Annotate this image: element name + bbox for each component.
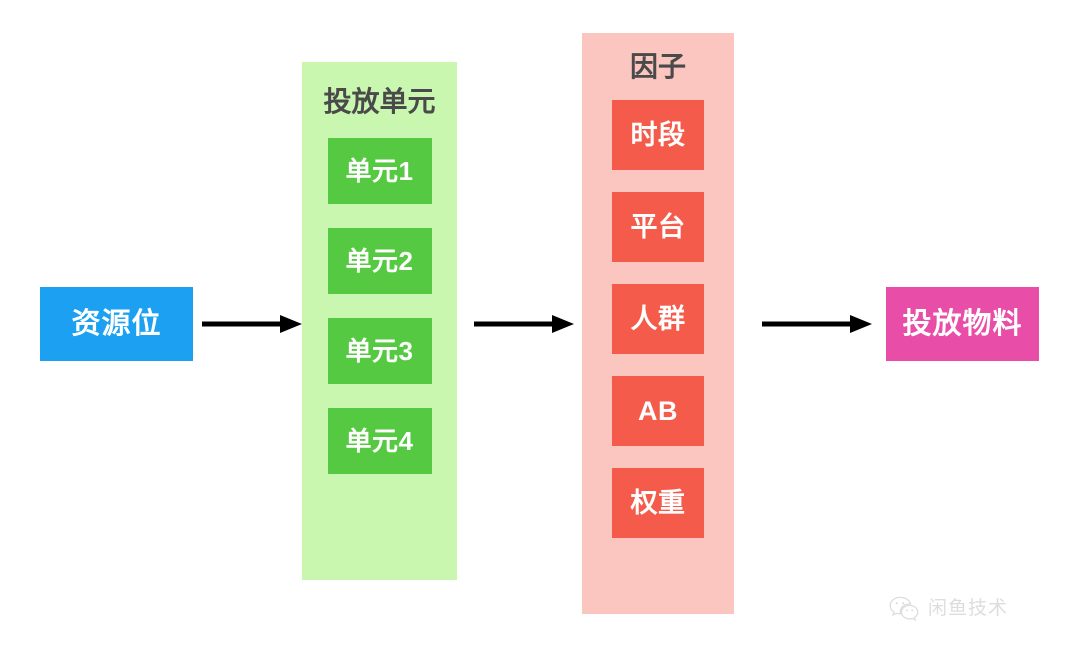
- chip-unit-4: 单元4: [327, 408, 432, 474]
- wechat-icon: [889, 596, 919, 621]
- group-delivery-units-title: 投放单元: [323, 86, 436, 117]
- group-delivery-units: 投放单元 单元1 单元2 单元3 单元4: [302, 62, 457, 580]
- node-delivery-material: 投放物料: [886, 287, 1039, 361]
- chip-factor-weight: 权重: [612, 468, 704, 538]
- arrow-factors-to-output: [762, 313, 872, 335]
- chip-unit-1: 单元1: [327, 138, 432, 204]
- chip-factor-time-slot: 时段: [612, 100, 704, 170]
- watermark: 闲鱼技术: [889, 596, 1008, 621]
- group-delivery-units-items: 单元1 单元2 单元3 单元4: [302, 138, 457, 474]
- node-resource-slot: 资源位: [40, 287, 193, 361]
- group-factors-title: 因子: [629, 51, 686, 82]
- chip-unit-3: 单元3: [327, 318, 432, 384]
- chip-factor-ab: AB: [612, 376, 704, 446]
- chip-unit-2: 单元2: [327, 228, 432, 294]
- arrow-source-to-units: [202, 313, 302, 335]
- watermark-text: 闲鱼技术: [928, 598, 1009, 619]
- node-resource-slot-label: 资源位: [71, 307, 162, 340]
- group-factors-items: 时段 平台 人群 AB 权重: [582, 100, 734, 538]
- arrow-units-to-factors: [474, 313, 574, 335]
- chip-factor-audience: 人群: [612, 284, 704, 354]
- node-delivery-material-label: 投放物料: [902, 307, 1023, 340]
- group-factors: 因子 时段 平台 人群 AB 权重: [582, 33, 734, 614]
- chip-factor-platform: 平台: [612, 192, 704, 262]
